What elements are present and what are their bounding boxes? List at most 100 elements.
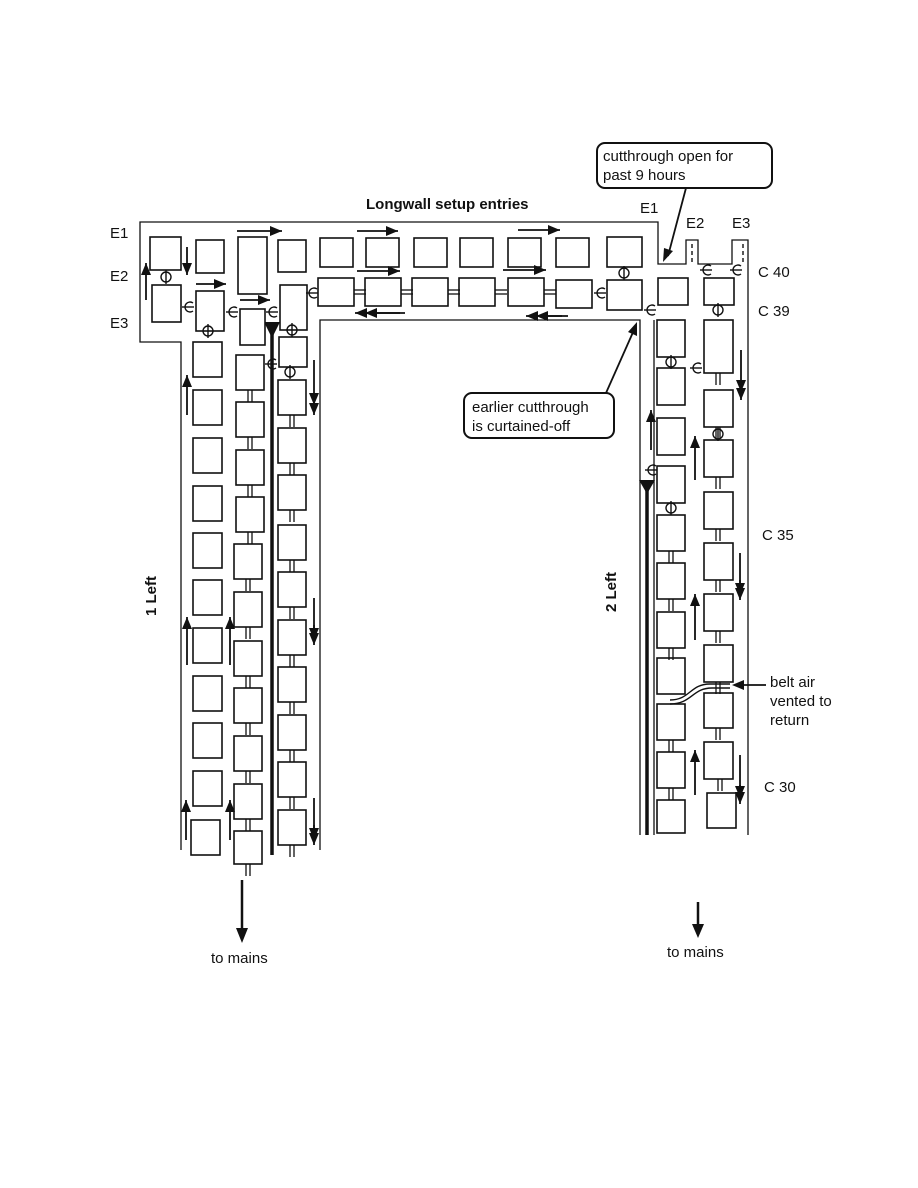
pillar (277, 524, 307, 561)
pillar (233, 543, 263, 580)
belt-vent-duct (669, 683, 730, 701)
pillar (279, 284, 308, 331)
arrow-head-icon (309, 403, 319, 415)
rib-outline (139, 221, 749, 850)
arrow-head-icon (181, 800, 191, 812)
pillar (192, 770, 223, 807)
arrow-head-icon (386, 226, 398, 236)
belt-head-1-left (264, 322, 280, 338)
pillar (458, 277, 496, 307)
pillar (507, 237, 542, 268)
pillar (235, 496, 265, 533)
belt-head-2-left (639, 480, 655, 494)
pillar (703, 491, 734, 530)
pillar (151, 284, 182, 323)
pillar (192, 341, 223, 378)
pillar (277, 239, 307, 273)
pillar (192, 627, 223, 664)
arrow-head-icon (258, 295, 270, 305)
arrow-head-icon (526, 311, 538, 321)
pillar (192, 485, 223, 522)
pillar (411, 277, 449, 307)
pillar (703, 644, 734, 683)
arrow-head-icon (388, 266, 400, 276)
arrow-head-icon (309, 633, 319, 645)
pointer-arrowhead-icon (732, 680, 744, 690)
pillar (703, 439, 734, 478)
pillar (656, 465, 686, 504)
entry-label-e1-left: E1 (110, 225, 128, 242)
pillar (192, 579, 223, 616)
belt-vent-duct-2 (669, 687, 730, 705)
pillar (364, 277, 402, 307)
pillar-group (149, 236, 737, 876)
arrow-head-icon (735, 588, 745, 600)
pillar (237, 236, 268, 295)
ventilation-control-group (160, 244, 744, 515)
pillar (317, 277, 355, 307)
arrow-head-icon (182, 617, 192, 629)
pillar (657, 277, 689, 306)
pillar (233, 783, 263, 820)
pillar (703, 741, 734, 780)
pillar (235, 401, 265, 438)
pillar (277, 474, 307, 511)
arrow-head-icon (182, 263, 192, 275)
section-label-1-left: 1 Left (143, 576, 160, 616)
arrow-head-icon (225, 617, 235, 629)
pillar (606, 279, 643, 311)
arrowhead-icon (692, 924, 704, 938)
arrow-head-icon (141, 263, 151, 275)
pillar (459, 237, 494, 268)
arrow-head-icon (646, 410, 656, 422)
pillar (656, 703, 686, 741)
pillar (277, 571, 307, 608)
pillar (319, 237, 354, 268)
arrow-head-icon (534, 265, 546, 275)
arrow-head-icon (690, 750, 700, 762)
callout-curtained-off (463, 392, 615, 439)
pillar (233, 640, 263, 677)
pillar (195, 290, 225, 332)
arrow-head-icon (355, 308, 367, 318)
pillar (656, 367, 686, 406)
arrow-head-icon (214, 279, 226, 289)
crosscut-label-c35: C 35 (762, 527, 794, 544)
pillar (555, 237, 590, 268)
to-mains-label-right: to mains (667, 944, 724, 961)
pillar (277, 427, 307, 464)
arrow-head-icon (735, 792, 745, 804)
pillar (413, 237, 448, 268)
pillar (278, 336, 308, 368)
pillar (277, 666, 307, 703)
callout-curtained-line2: is curtained-off (472, 418, 571, 435)
pointer-arrowhead-icon (663, 248, 673, 262)
pillar (239, 308, 266, 346)
diagram-title: Longwall setup entries (366, 196, 529, 213)
entry-label-e2-right: E2 (686, 215, 704, 232)
pillar (703, 593, 734, 632)
pillar (233, 591, 263, 628)
pillar (149, 236, 182, 271)
pillar (656, 657, 686, 695)
pillar (277, 761, 307, 798)
pillar (703, 389, 734, 428)
callout-pointer-cutthrough (667, 187, 687, 257)
pillar (235, 354, 265, 391)
pillar (235, 449, 265, 486)
pillar (656, 514, 686, 552)
callout-cutthrough-open-line1: cutthrough open for (603, 148, 733, 165)
pointer-arrowhead-icon (628, 322, 637, 336)
pillar (277, 714, 307, 751)
pillar (192, 722, 223, 759)
callout-cutthrough-open-line2: past 9 hours (603, 167, 686, 184)
belt-air-line1: belt air (770, 674, 815, 691)
arrow-head-icon (309, 833, 319, 845)
arrow-head-icon (736, 388, 746, 400)
arrow-head-icon (690, 436, 700, 448)
pillar (190, 819, 221, 856)
arrow-head-icon (536, 311, 548, 321)
pillar (656, 417, 686, 456)
pillar (656, 611, 686, 649)
belt-air-line2: vented to (770, 693, 832, 710)
